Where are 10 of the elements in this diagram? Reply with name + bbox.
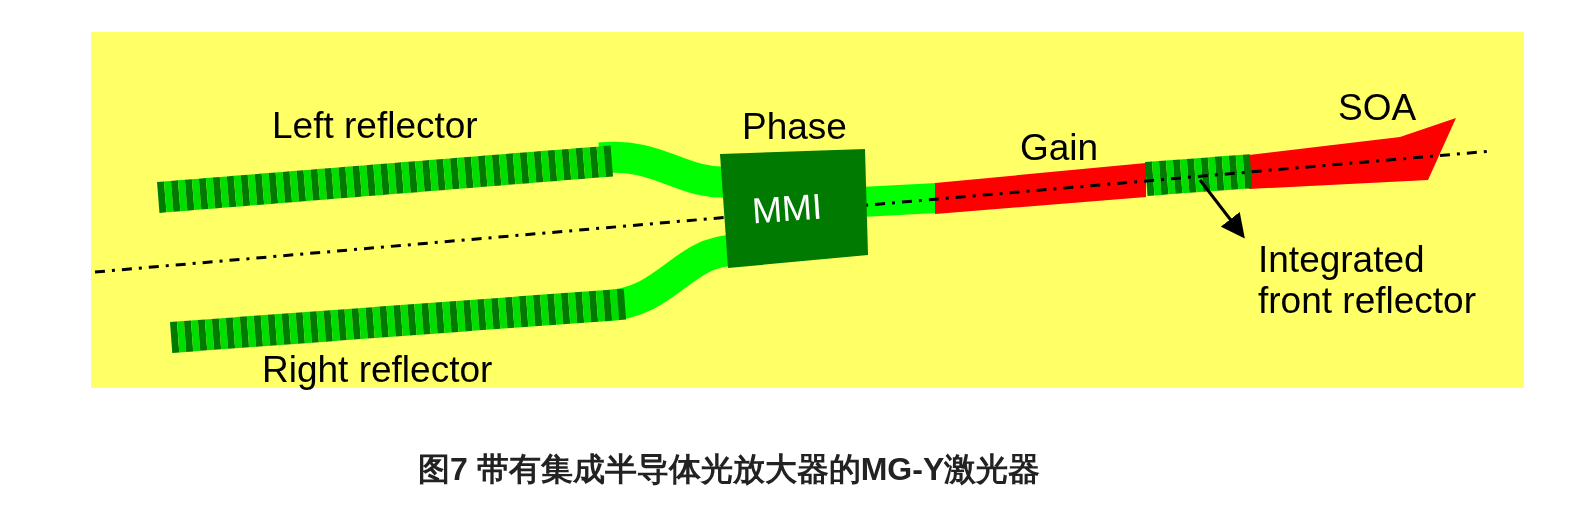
part-label: Gain	[1020, 128, 1099, 169]
leader-arrow	[1198, 179, 1245, 239]
part-label: Phase	[742, 107, 847, 148]
part-label: Left reflector	[272, 106, 478, 147]
part-label: SOA	[1338, 88, 1417, 129]
callout-label: Integrated front reflector	[1258, 240, 1477, 322]
part-label: Right reflector	[262, 350, 493, 391]
grating-section	[1145, 154, 1253, 196]
figure-caption: 图7 带有集成半导体光放大器的MG-Y激光器	[418, 450, 1041, 489]
block-label: MMI	[750, 185, 824, 233]
